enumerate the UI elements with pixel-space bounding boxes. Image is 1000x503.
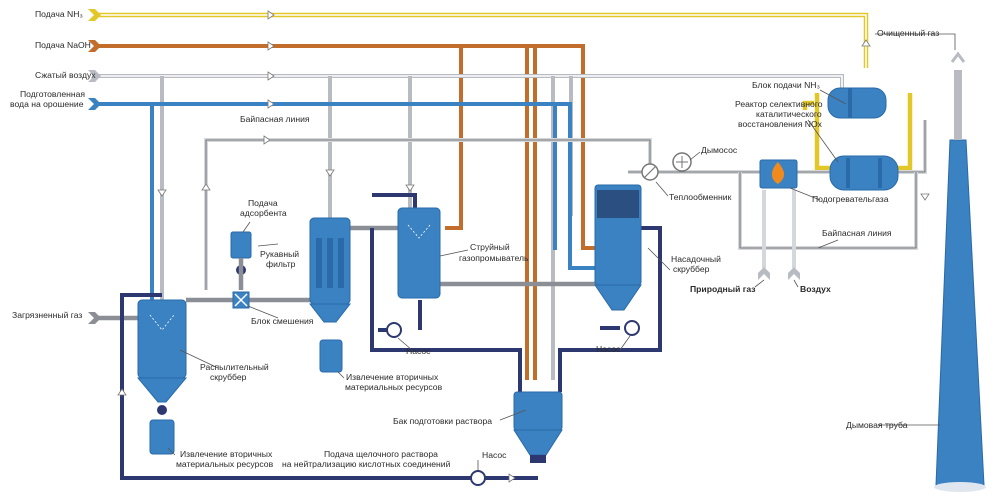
label-recovery-left-2: материальных ресурсов: [176, 459, 274, 469]
inlet-naoh-icon: [88, 40, 101, 52]
label-alkali-2: на нейтрализацию кислотных соединений: [282, 459, 451, 469]
scr-reactor: [829, 155, 899, 191]
label-smoke-exhauster: Дымосос: [701, 145, 738, 155]
label-water-2: вода на орошение: [10, 99, 84, 109]
inlet-dirty-gas-icon: [88, 312, 101, 324]
inlet-water-icon: [88, 98, 101, 110]
chimney: [934, 51, 986, 492]
flow-arrows: [117, 10, 930, 483]
jet-scrubber: [397, 207, 441, 299]
label-air-inlet: Воздух: [800, 284, 831, 294]
inlet-air-icon: [88, 70, 101, 82]
label-reactor-1: Реактор селективного: [735, 99, 823, 109]
leader-lines: [167, 33, 956, 470]
label-alkali-1: Подача щелочного раствора: [324, 449, 438, 459]
label-bypass-top: Байпасная линия: [240, 114, 310, 124]
label-gas-heater: Подогревательгаза: [812, 194, 889, 204]
label-nh3: Подача NH₃: [35, 9, 83, 19]
label-packed-scrubber-1: Насадочный: [671, 254, 721, 264]
label-jet-scrubber-1: Струйный: [470, 242, 510, 252]
label-packed-scrubber-2: скруббер: [673, 264, 710, 274]
label-natural-gas: Природный газ: [690, 284, 756, 294]
label-reactor-2: каталитического: [756, 109, 822, 119]
label-clean-gas: Очищенный газ: [877, 28, 939, 38]
label-recovery-mid-1: Извлечение вторичных: [346, 372, 439, 382]
label-spray-scrubber-2: скруббер: [210, 372, 247, 382]
label-chimney: Дымовая труба: [846, 420, 908, 430]
pump-left-icon: [386, 322, 402, 338]
label-water-1: Подготовленная: [20, 89, 85, 99]
gas-heater: [759, 159, 798, 189]
gas-main-line: [628, 120, 927, 268]
compressed-air-line: [98, 74, 844, 380]
nh3-feed-block: [827, 87, 887, 119]
spray-scrubber: [136, 299, 188, 455]
pump-right-icon: [624, 320, 640, 336]
smoke-exhauster-icon: [672, 152, 692, 172]
label-bypass-right: Байпасная линия: [822, 228, 892, 238]
label-pump-bottom: Насос: [482, 450, 507, 460]
label-air: Сжатый воздух: [35, 70, 96, 80]
natural-gas-inlet-icon: [758, 267, 770, 280]
label-bag-filter-2: фильтр: [266, 259, 296, 269]
naoh-supply-line: [98, 44, 595, 380]
packed-scrubber: [594, 184, 642, 311]
mixing-block: [232, 291, 250, 309]
label-adsorbent-1: Подача: [248, 198, 278, 208]
label-recovery-left-1: Извлечение вторичных: [180, 449, 273, 459]
label-jet-scrubber-2: газопромыватель: [459, 253, 529, 263]
label-solution-tank: Бак подготовки раствора: [393, 416, 492, 426]
label-dirty-gas: Загрязненный газ: [12, 310, 82, 320]
label-naoh: Подача NaOH: [35, 40, 91, 50]
water-supply-line: [98, 102, 596, 300]
label-reactor-3: восстановления NOx: [738, 119, 823, 129]
label-heat-exchanger: Теплообменник: [669, 192, 732, 202]
bypass-top-line: [204, 138, 652, 290]
pump-bottom-icon: [470, 470, 486, 486]
label-pump-left: Насос: [406, 346, 431, 356]
adsorbent-feeder: [230, 231, 252, 290]
label-spray-scrubber-1: Распылительный: [200, 362, 269, 372]
label-bag-filter-1: Рукавный: [260, 249, 299, 259]
bag-filter: [308, 217, 352, 373]
heat-exchanger-icon: [641, 163, 659, 181]
label-adsorbent-2: адсорбента: [240, 208, 287, 218]
label-mixing-block: Блок смешения: [251, 316, 314, 326]
nh3-supply-line: [98, 12, 913, 171]
label-recovery-mid-2: материальных ресурсов: [345, 382, 443, 392]
label-pump-right: Насос: [596, 344, 621, 354]
air-inlet-icon: [788, 267, 800, 280]
inlet-nh3-icon: [88, 9, 101, 21]
solution-tank: [513, 391, 563, 463]
label-nh3-block: Блок подачи NH₃: [752, 80, 821, 90]
